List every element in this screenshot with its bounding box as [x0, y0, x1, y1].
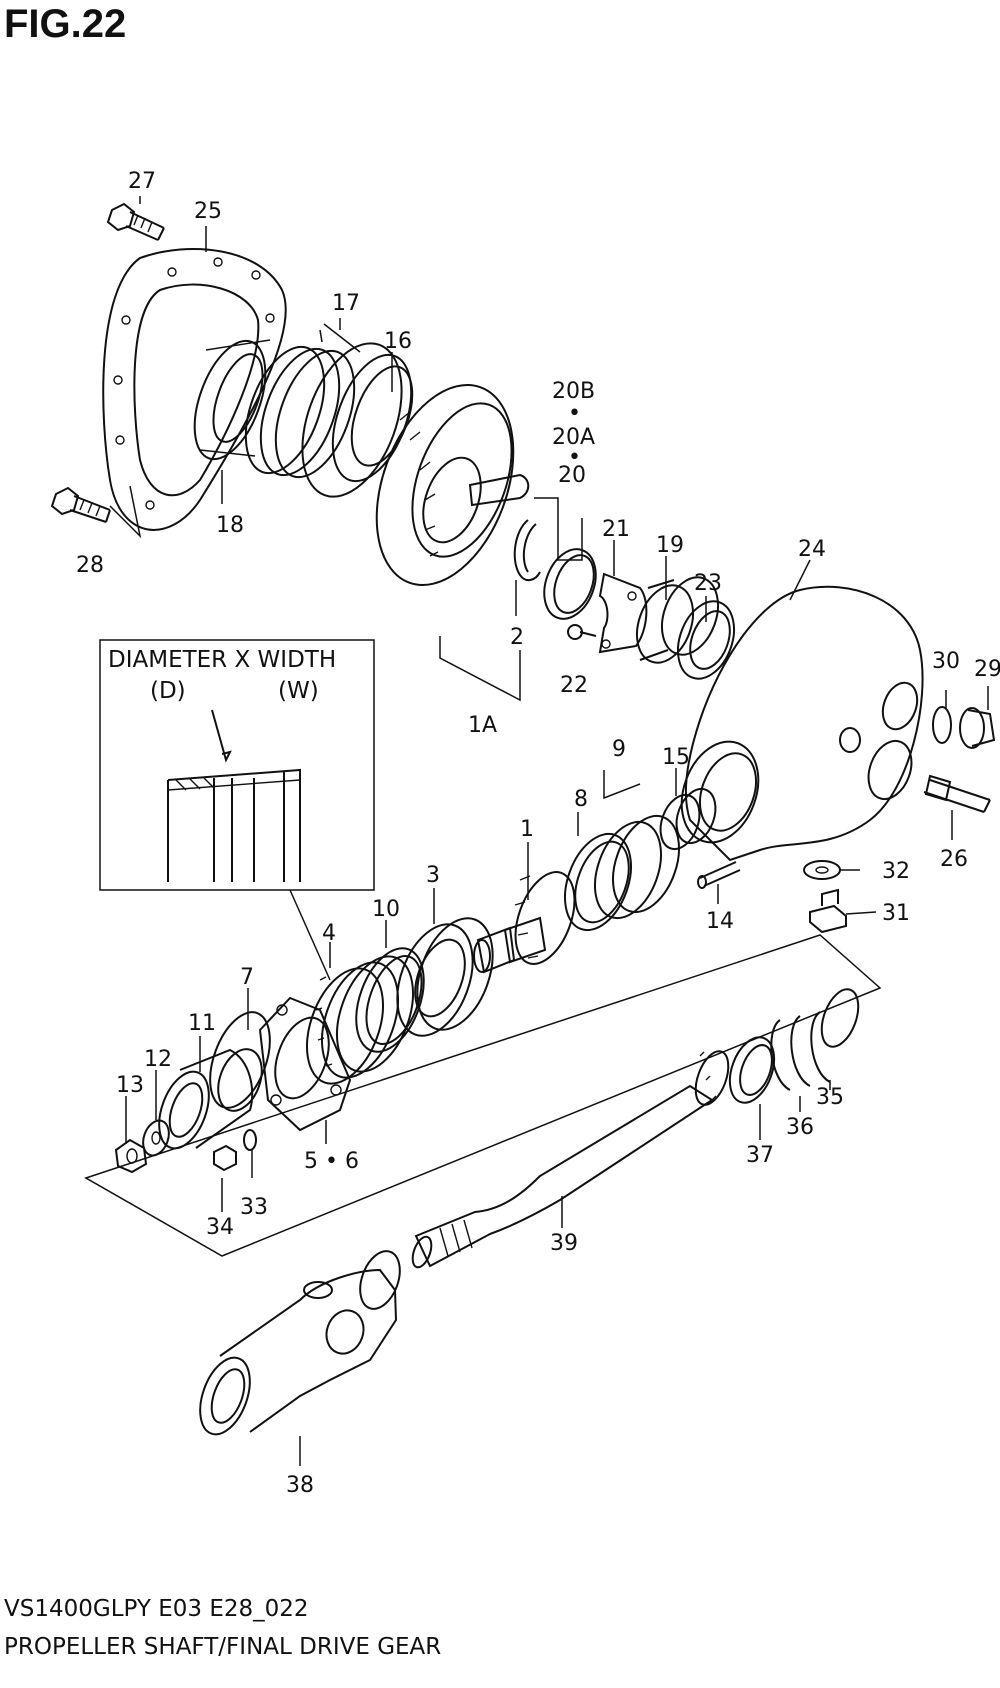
inset-labels: DIAMETER X WIDTH (D) (W)	[108, 647, 336, 704]
callout-labels: 27 25 17 16 18 28 20B • 20A • 20 21 19 2…	[76, 169, 1000, 1498]
bolt-28-part	[50, 486, 111, 523]
callout-3: 3	[426, 863, 440, 888]
callout-28: 28	[76, 553, 104, 578]
callout-12: 12	[144, 1047, 172, 1072]
retainer-21-part	[598, 572, 648, 654]
shim-9-part	[594, 814, 680, 920]
shim-20-part	[543, 548, 597, 620]
callout-4: 4	[322, 921, 336, 946]
callout-22: 22	[560, 673, 588, 698]
diagram-caption: PROPELLER SHAFT/FINAL DRIVE GEAR	[4, 1634, 442, 1660]
callout-2: 2	[510, 625, 524, 650]
washer-32-part	[803, 860, 841, 880]
bolt-34-part	[213, 1144, 237, 1172]
washer-33-part	[243, 1129, 257, 1151]
callout-36: 36	[786, 1115, 814, 1140]
callout-37: 37	[746, 1143, 774, 1168]
figure-title: FIG.22	[4, 2, 127, 46]
stud-26-part	[923, 774, 991, 813]
callout-25: 25	[194, 199, 222, 224]
plate-5-6-part	[258, 996, 352, 1132]
callout-21: 21	[602, 517, 630, 542]
spring-36-part	[770, 1011, 831, 1091]
bolt-27-part	[106, 202, 165, 241]
callout-33: 33	[240, 1195, 268, 1220]
washer-12-part	[142, 1119, 170, 1157]
callout-24: 24	[798, 537, 826, 562]
housing-4-part	[306, 955, 414, 1085]
callout-30: 30	[932, 649, 960, 674]
callout-16: 16	[384, 329, 412, 354]
circlip-2-part	[513, 519, 541, 582]
callout-19: 19	[656, 533, 684, 558]
callout-8: 8	[574, 787, 588, 812]
callout-27: 27	[128, 169, 156, 194]
needle-bearing-15-part	[659, 787, 717, 851]
callout-23: 23	[694, 571, 722, 596]
callout-29: 29	[974, 657, 1000, 682]
callout-20: 20	[558, 463, 586, 488]
callout-38: 38	[286, 1473, 314, 1498]
callout-13: 13	[116, 1073, 144, 1098]
bearing-16-part	[301, 342, 414, 498]
shim-8-part	[564, 832, 632, 932]
callout-32: 32	[882, 859, 910, 884]
callout-dot-1: •	[568, 401, 581, 426]
cover-25-part	[102, 248, 287, 531]
shaft-39-part	[411, 1050, 730, 1269]
callout-5-6: 5 • 6	[304, 1149, 359, 1174]
shim-17-part	[244, 345, 356, 479]
plug-29-part	[959, 707, 996, 749]
callout-17: 17	[332, 291, 360, 316]
callout-20B: 20B	[552, 379, 595, 404]
bearing-3-part	[396, 917, 494, 1037]
leader-lines	[109, 196, 989, 1466]
callout-26: 26	[940, 847, 968, 872]
callout-1: 1	[520, 817, 534, 842]
gasket-30-part	[932, 706, 952, 744]
u-joint-38-part	[199, 1250, 401, 1436]
pinion-1-part	[473, 871, 576, 974]
callout-7: 7	[240, 965, 254, 990]
seal-23-part	[676, 600, 736, 680]
ring-37-part	[728, 1036, 776, 1104]
callout-35: 35	[816, 1085, 844, 1110]
callout-11: 11	[188, 1011, 216, 1036]
nozzle-14-part	[697, 861, 741, 889]
callout-9: 9	[612, 737, 626, 762]
bearing-19-part	[635, 576, 720, 664]
model-code: VS1400GLPY E03 E28_022	[4, 1596, 309, 1622]
ring-35-part	[820, 988, 860, 1048]
callout-18: 18	[216, 513, 244, 538]
ring-gear-1A-part	[375, 383, 530, 587]
callout-1A: 1A	[468, 713, 497, 738]
callout-20A: 20A	[552, 425, 595, 450]
inset-box	[99, 639, 375, 981]
bolt-31-part	[809, 888, 847, 934]
bearing-18-part	[193, 339, 271, 461]
callout-15: 15	[662, 745, 690, 770]
lower-group-frame	[84, 934, 882, 1257]
callout-10: 10	[372, 897, 400, 922]
callout-14: 14	[706, 909, 734, 934]
callout-39: 39	[550, 1231, 578, 1256]
inset-heading: DIAMETER X WIDTH	[108, 647, 336, 673]
callout-34: 34	[206, 1215, 234, 1240]
inset-label-d: (D)	[150, 678, 186, 704]
case-24-part	[680, 585, 924, 862]
inset-label-w: (W)	[278, 678, 319, 704]
callout-dot-2: •	[568, 445, 581, 470]
joint-11-part	[158, 1048, 263, 1150]
screw-22-part	[567, 624, 597, 640]
callout-31: 31	[882, 901, 910, 926]
